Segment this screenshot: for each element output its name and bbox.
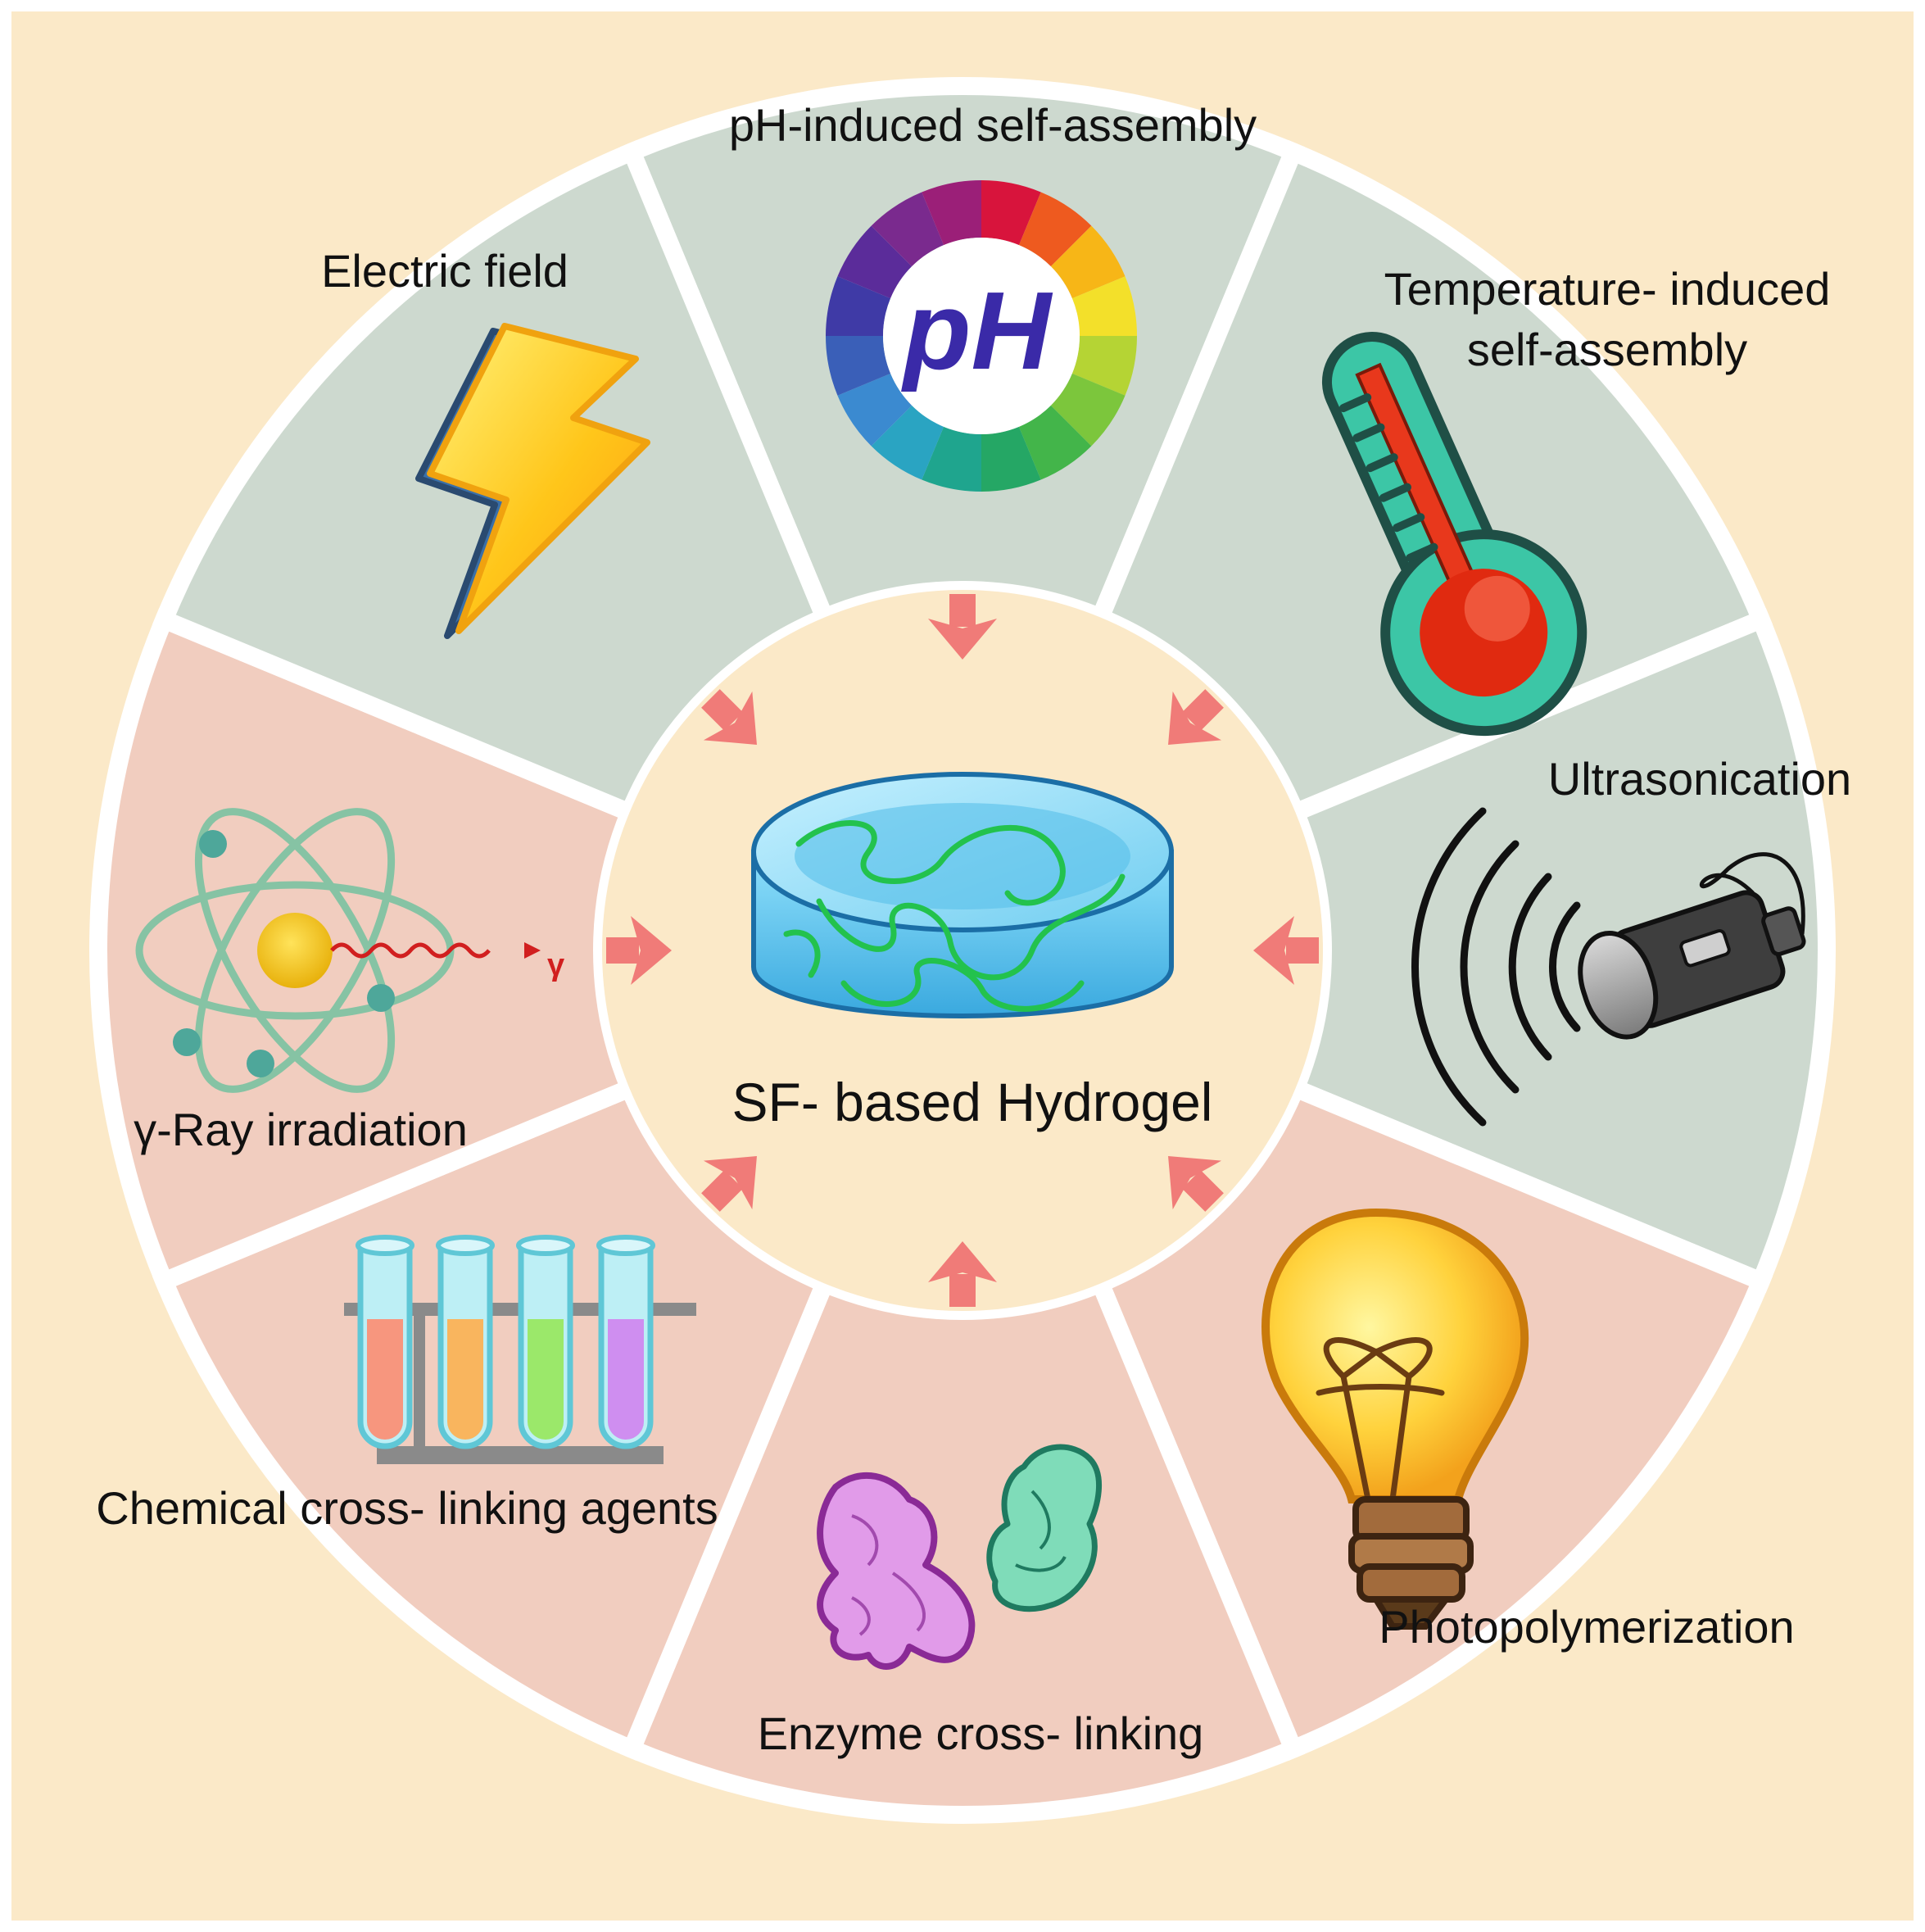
ph-wheel-segment	[826, 336, 891, 396]
ph-wheel-segment	[1018, 405, 1092, 480]
ph-wheel-icon: pH	[826, 180, 1137, 492]
label-chemical: Chemical cross- linking agents	[96, 1482, 718, 1534]
ph-wheel-segment	[981, 426, 1041, 492]
test-tube	[516, 1235, 575, 1449]
test-tube	[356, 1235, 414, 1449]
test-tubes-icon	[344, 1235, 696, 1464]
hydrogel-icon	[751, 772, 1174, 1018]
ph-wheel-segment	[871, 405, 944, 480]
label-ultrasonication: Ultrasonication	[1548, 753, 1851, 805]
ph-wheel-segment	[837, 373, 913, 447]
ph-wheel-segment	[1071, 336, 1137, 396]
ph-wheel-segment	[837, 225, 913, 299]
ultrasound-probe-icon	[1411, 807, 1806, 1127]
arrow-temperature	[1168, 689, 1224, 745]
arrow-electric	[701, 689, 757, 745]
gamma-symbol: γ	[547, 948, 564, 982]
ph-wheel-segment	[826, 276, 891, 336]
ph-wheel-segment	[922, 180, 981, 246]
arrow-ph	[928, 594, 997, 660]
arrow-ultrasonication	[1253, 916, 1319, 985]
label-temperature-line2: self-assembly	[1467, 324, 1747, 375]
label-photopolymerization: Photopolymerization	[1379, 1601, 1794, 1653]
label-ph: pH-induced self-assembly	[729, 99, 1257, 151]
ph-wheel-segment	[981, 180, 1041, 246]
ph-wheel-segment	[1050, 373, 1126, 447]
light-bulb-icon	[1261, 1208, 1529, 1630]
arrow-photopolymerization	[1168, 1156, 1224, 1212]
ph-wheel-segment	[922, 426, 981, 492]
ph-wheel-segment	[1071, 276, 1137, 336]
arrows	[606, 594, 1319, 1307]
ph-icon-text: pH	[901, 269, 1053, 392]
thermometer-icon	[1321, 332, 1588, 737]
label-electric: Electric field	[321, 245, 568, 297]
lightning-bolt-icon	[415, 323, 650, 639]
ph-wheel-segment	[1018, 192, 1092, 267]
test-tube	[596, 1235, 655, 1449]
center-label: SF- based Hydrogel	[732, 1072, 1213, 1132]
arrow-gamma	[606, 916, 672, 985]
atom-gamma-icon: γ	[135, 808, 564, 1093]
ph-wheel-segment	[871, 192, 944, 267]
ph-wheel-segment	[1050, 225, 1126, 299]
label-gamma: γ-Ray irradiation	[134, 1104, 468, 1155]
arrow-chemical	[701, 1156, 757, 1212]
label-temperature-line1: Temperature- induced	[1384, 263, 1831, 315]
arrow-enzyme	[928, 1241, 997, 1307]
enzyme-proteins-icon	[817, 1444, 1103, 1670]
test-tube	[436, 1235, 495, 1449]
label-enzyme: Enzyme cross- linking	[758, 1708, 1204, 1759]
